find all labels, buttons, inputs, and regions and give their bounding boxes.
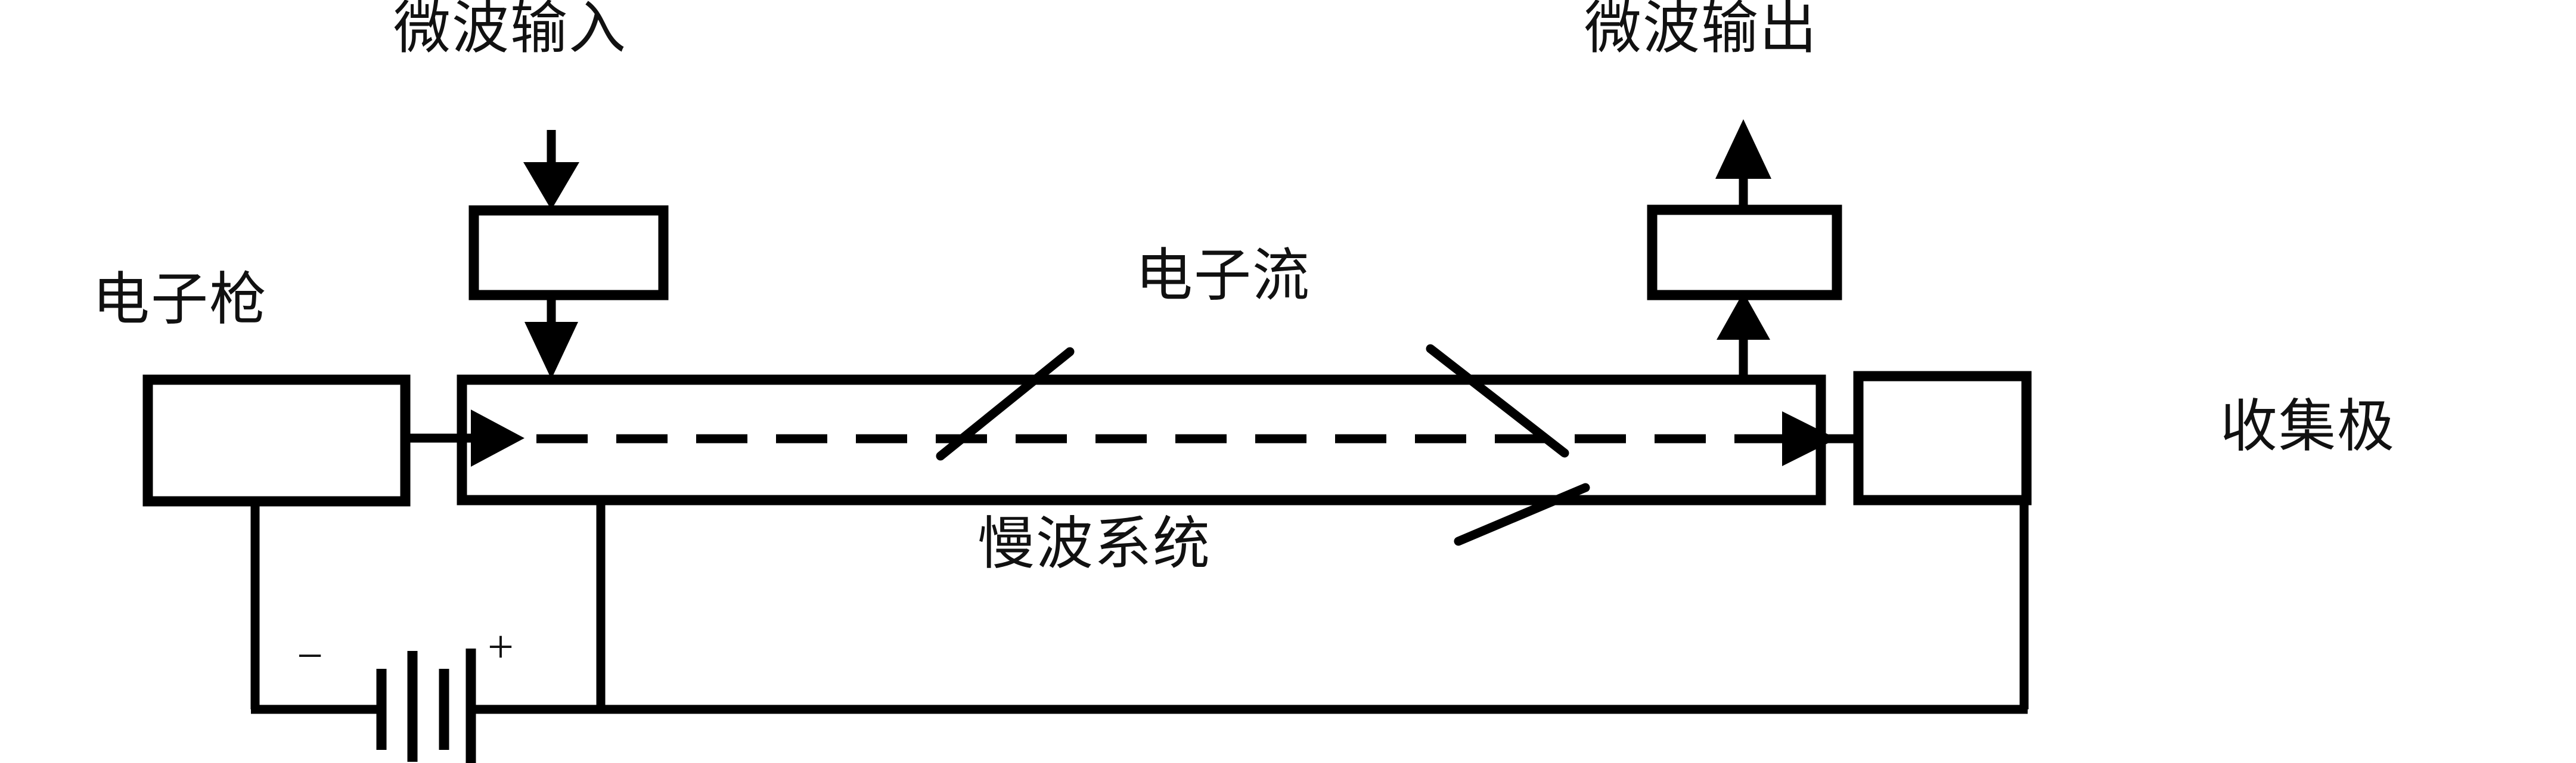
electron-beam-label: 电子流	[1135, 244, 1311, 308]
microwave-input-bottom-arrow	[524, 322, 578, 379]
microwave-output-label: 微波输出	[1584, 0, 1818, 60]
electron-beam-entry-arrow	[471, 410, 524, 467]
microwave-input-label: 微波输入	[393, 0, 627, 60]
slow-wave-system-leader	[1454, 483, 1590, 546]
battery-negative-sign: −	[297, 629, 323, 681]
electron-beam-exit-arrow	[1782, 411, 1837, 466]
electron-beam-leader-left	[936, 347, 1075, 461]
microwave-input-top-arrow	[523, 162, 579, 210]
microwave-output-bottom-arrow	[1717, 292, 1770, 340]
input-coupler-box	[468, 205, 669, 300]
electron-beam-leader-right	[1426, 344, 1569, 458]
microwave-output-top-arrow	[1715, 119, 1771, 179]
slow-wave-system-label: 慢波系统	[977, 512, 1211, 576]
battery-positive-sign: +	[488, 621, 514, 672]
collector-box	[1853, 371, 2032, 505]
electron-gun-box	[142, 374, 411, 507]
output-coupler-box	[1647, 204, 1842, 300]
electron-gun-label: 电子枪	[92, 268, 268, 331]
collector-label: 收集极	[2220, 395, 2395, 458]
